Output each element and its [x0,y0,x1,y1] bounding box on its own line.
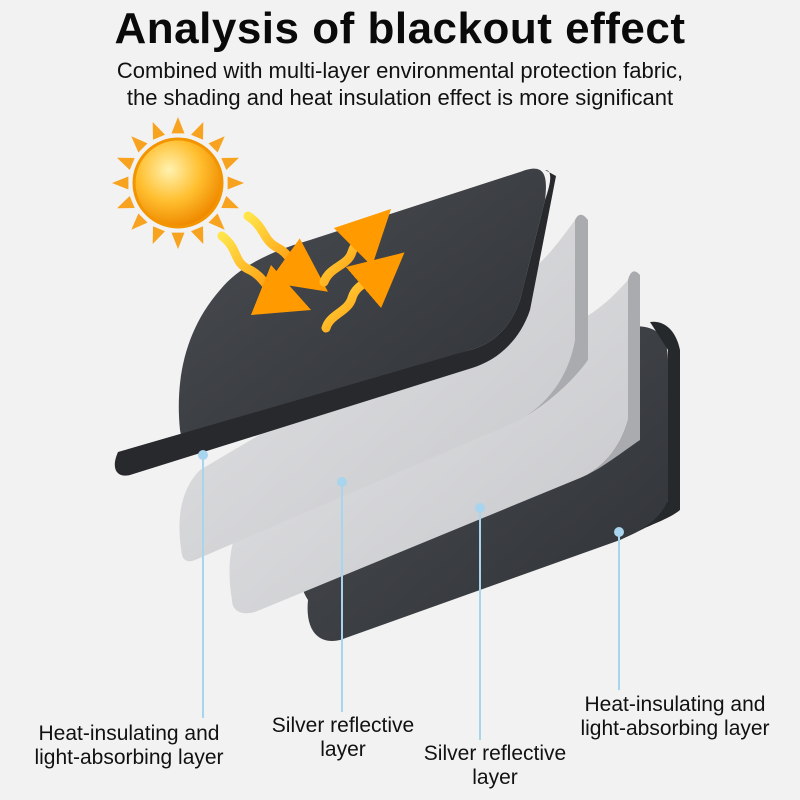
layer-label-2-line1: Silver reflective [271,714,415,737]
layer-label-4-line1: Heat-insulating and [584,693,766,716]
sun-ray [117,196,135,209]
layer-label-4-line2: light-absorbing layer [580,717,770,740]
layer-label-3-line1: Silver reflective [423,742,567,765]
subtitle-line-2: the shading and heat insulation effect i… [126,85,674,110]
pointer-line-1 [198,450,208,718]
page-title: Analysis of blackout effect [114,4,686,53]
pointer-line-4 [614,527,624,690]
sun-ray [208,213,225,230]
sun-ray [112,176,129,190]
sun-ray [191,226,204,244]
layer-label-3-line2: layer [472,766,518,789]
layer-label-2: Silver reflective layer [258,714,428,762]
sun-ray [152,226,165,244]
pointer-line-2 [337,477,347,712]
layer-label-2-line2: layer [320,738,366,761]
heat-arrow-icon [217,208,405,333]
sun-ray [191,122,204,140]
sun-ray [152,122,165,140]
sun-ray [131,136,148,153]
layer-label-3: Silver reflective layer [410,742,580,790]
layer-label-1-line1: Heat-insulating and [38,722,220,745]
pointer-line-3 [475,503,485,740]
sun-ray [221,196,239,209]
layer-label-1-line2: light-absorbing layer [34,746,224,769]
sun-ray [208,136,225,153]
sun-ray [227,176,244,190]
page-subtitle: Combined with multi-layer environmental … [0,57,800,111]
subtitle-line-1: Combined with multi-layer environmental … [116,58,684,83]
sun-ray [171,232,185,249]
sun-icon [112,117,244,249]
sun-ray [221,157,239,170]
sun-ray [131,213,148,230]
sun-ray [117,157,135,170]
layer-label-4: Heat-insulating and light-absorbing laye… [560,693,790,741]
sun-ray [171,117,185,134]
layer-label-1: Heat-insulating and light-absorbing laye… [14,722,244,770]
